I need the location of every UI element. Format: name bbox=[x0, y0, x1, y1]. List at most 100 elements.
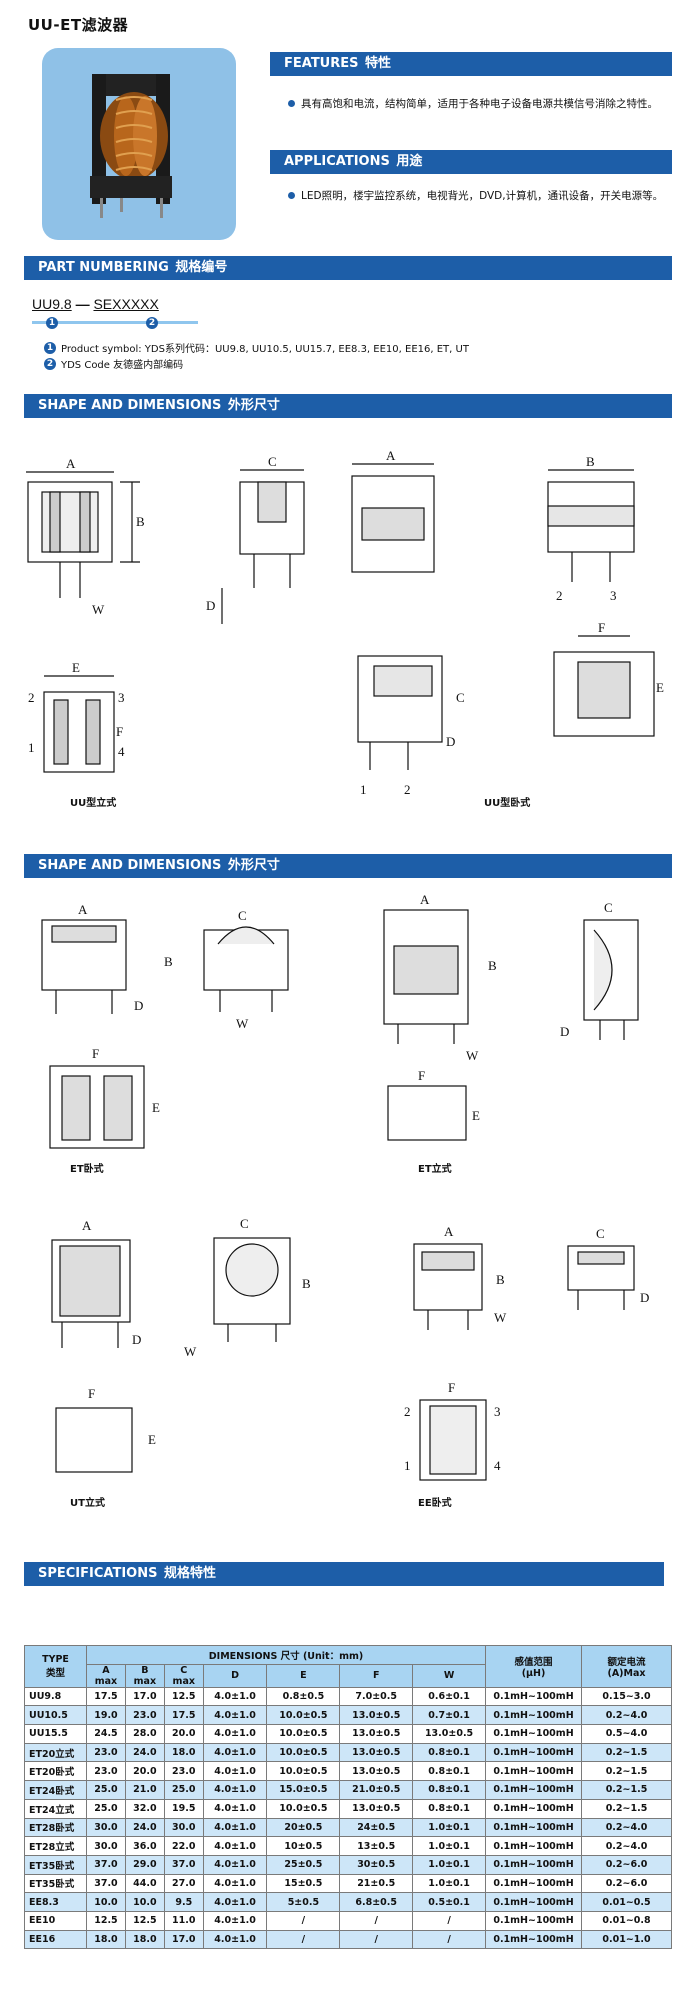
table-cell: 4.0±1.0 bbox=[202, 1836, 268, 1856]
table-cell: 10.0±0.5 bbox=[266, 1742, 341, 1763]
features-text: 具有高饱和电流，结构简单，适用于各种电子设备电源共模信号消除之特性。 bbox=[301, 98, 658, 110]
table-cell: 0.01~0.8 bbox=[581, 1910, 672, 1931]
table-cell: 20.0 bbox=[163, 1724, 204, 1744]
table-cell: 13.0±0.5 bbox=[339, 1705, 414, 1726]
applications-text: LED照明，楼宇监控系统，电视背光，DVD,计算机，通讯设备，开关电源等。 bbox=[301, 190, 664, 202]
dim-label-b: B bbox=[586, 454, 595, 469]
table-cell: 0.6±0.1 bbox=[412, 1686, 486, 1707]
table-cell: 4.0±1.0 bbox=[202, 1724, 268, 1744]
applications-heading-cn: 用途 bbox=[396, 154, 423, 169]
table-cell: 25.0 bbox=[163, 1780, 204, 1800]
table-cell: 0.1mH~100mH bbox=[485, 1910, 582, 1931]
table-cell: UU10.5 bbox=[24, 1705, 87, 1726]
table-cell: 0.01~1.0 bbox=[581, 1929, 672, 1950]
table-cell: 0.8±0.1 bbox=[412, 1798, 486, 1819]
part-note-1-text: Product symbol: YDS系列代码：UU9.8, UU10.5, U… bbox=[61, 344, 469, 355]
shape1-heading: SHAPE AND DIMENSIONS bbox=[38, 398, 222, 413]
table-cell: 10.0±0.5 bbox=[266, 1724, 341, 1744]
part-code-suffix: SEXXXXX bbox=[93, 296, 159, 312]
col-current: 额定电流(A)Max bbox=[581, 1645, 672, 1688]
dim-label-w: W bbox=[466, 1048, 479, 1063]
table-cell: 44.0 bbox=[124, 1873, 165, 1894]
dim-label-f: F bbox=[116, 724, 123, 739]
table-cell: ET20立式 bbox=[24, 1742, 87, 1763]
table-cell: 0.1mH~100mH bbox=[485, 1836, 582, 1856]
dim-label-w: W bbox=[494, 1310, 507, 1325]
table-cell: 0.01~0.5 bbox=[581, 1892, 672, 1912]
table-cell: 37.0 bbox=[163, 1854, 204, 1875]
table-cell: 0.8±0.1 bbox=[412, 1742, 486, 1763]
table-cell: 4.0±1.0 bbox=[202, 1705, 268, 1726]
dim-label-w: W bbox=[236, 1016, 249, 1031]
dim-label-e: E bbox=[472, 1108, 480, 1123]
table-cell: 30.0 bbox=[86, 1836, 126, 1856]
dim-label-d: D bbox=[560, 1024, 569, 1039]
dim-label-d: D bbox=[206, 598, 215, 613]
part-note-2-text: YDS Code 友德盛内部编码 bbox=[61, 360, 184, 371]
shape1-heading-cn: 外形尺寸 bbox=[227, 398, 280, 413]
dim-label-f: F bbox=[448, 1380, 455, 1395]
table-cell: 10.0 bbox=[124, 1892, 165, 1912]
table-cell: 9.5 bbox=[163, 1892, 204, 1912]
bullet-icon bbox=[288, 192, 295, 199]
dim-label-d: D bbox=[134, 998, 143, 1013]
col-c-max: max bbox=[172, 1675, 195, 1687]
table-cell: 0.2~4.0 bbox=[581, 1705, 672, 1726]
dim-label-c: C bbox=[596, 1226, 605, 1241]
table-cell: ET20卧式 bbox=[24, 1761, 87, 1782]
page-title: UU-ET滤波器 bbox=[28, 16, 129, 34]
dim-label-c: C bbox=[604, 900, 613, 915]
col-a-max: max bbox=[94, 1675, 118, 1687]
dim-label-e: E bbox=[656, 680, 664, 695]
table-cell: 4.0±1.0 bbox=[202, 1780, 268, 1800]
table-cell: 4.0±1.0 bbox=[202, 1929, 268, 1950]
dim-label-e: E bbox=[152, 1100, 160, 1115]
table-cell: 18.0 bbox=[124, 1929, 165, 1950]
specifications-bar: SPECIFICATIONS 规格特性 bbox=[24, 1562, 664, 1586]
shape2-bar: SHAPE AND DIMENSIONS 外形尺寸 bbox=[24, 854, 672, 878]
table-cell: 0.1mH~100mH bbox=[485, 1705, 582, 1726]
table-cell: 7.0±0.5 bbox=[339, 1686, 414, 1707]
table-cell: 4.0±1.0 bbox=[202, 1817, 268, 1838]
dim-label-c: C bbox=[268, 454, 277, 469]
caption-uu-horizontal: UU型卧式 bbox=[484, 798, 531, 809]
table-cell: 0.15~3.0 bbox=[581, 1686, 672, 1707]
table-cell: ET24立式 bbox=[24, 1798, 87, 1819]
applications-item: LED照明，楼宇监控系统，电视背光，DVD,计算机，通讯设备，开关电源等。 bbox=[288, 188, 663, 203]
pin-label-2: 2 bbox=[556, 588, 563, 603]
col-inductance: 感值范围(μH) bbox=[485, 1645, 582, 1688]
table-cell: 4.0±1.0 bbox=[202, 1742, 268, 1763]
features-heading-cn: 特性 bbox=[365, 56, 392, 71]
pin-label-2: 2 bbox=[28, 690, 35, 705]
table-cell: 0.1mH~100mH bbox=[485, 1686, 582, 1707]
table-cell: 32.0 bbox=[124, 1798, 165, 1819]
table-cell: 17.0 bbox=[163, 1929, 204, 1950]
table-cell: 0.1mH~100mH bbox=[485, 1817, 582, 1838]
dim-label-f: F bbox=[92, 1046, 99, 1061]
table-cell: 24.0 bbox=[124, 1742, 165, 1763]
table-cell: 0.1mH~100mH bbox=[485, 1854, 582, 1875]
dim-label-a: A bbox=[78, 902, 88, 917]
table-cell: / bbox=[412, 1910, 486, 1931]
table-cell: 22.0 bbox=[163, 1836, 204, 1856]
table-cell: 5±0.5 bbox=[266, 1892, 341, 1912]
table-cell: 0.5~4.0 bbox=[581, 1724, 672, 1744]
table-cell: 0.1mH~100mH bbox=[485, 1761, 582, 1782]
table-cell: 18.0 bbox=[163, 1742, 204, 1763]
table-cell: 13±0.5 bbox=[339, 1836, 414, 1856]
part-number-underline bbox=[32, 321, 198, 324]
bullet-icon bbox=[288, 100, 295, 107]
dim-label-b: B bbox=[488, 958, 497, 973]
table-cell: 4.0±1.0 bbox=[202, 1910, 268, 1931]
